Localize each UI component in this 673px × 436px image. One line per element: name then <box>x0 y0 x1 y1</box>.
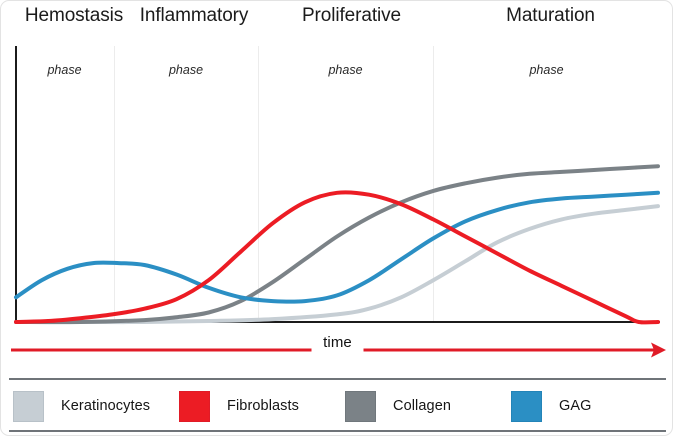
phase-title-proliferative: Proliferative <box>301 5 402 26</box>
curve-keratinocytes <box>14 204 660 325</box>
curve-gag <box>14 190 660 304</box>
phase-sublabel-hemostasis: phase <box>47 63 82 77</box>
phase-divider-1 <box>114 46 115 322</box>
plot-area <box>1 1 672 341</box>
phase-header-band: Hemostasis Inflammatory Proliferative Ma… <box>1 1 672 41</box>
y-axis-line <box>15 46 17 323</box>
legend-bottom-rule <box>9 430 666 432</box>
curve-collagen <box>14 164 660 325</box>
phase-divider-3 <box>433 46 434 322</box>
legend-swatch-fibroblasts <box>179 390 210 422</box>
phase-divider-2 <box>258 46 259 322</box>
legend-top-rule <box>9 378 666 380</box>
phase-sublabel-inflammatory: phase <box>168 63 204 77</box>
legend-label-keratinocytes: Keratinocytes <box>61 398 151 414</box>
time-arrowhead-icon <box>651 342 666 358</box>
time-axis-row: time <box>1 333 672 367</box>
time-axis-label: time <box>323 334 352 351</box>
legend-swatch-keratinocytes <box>13 390 44 422</box>
legend-item-collagen[interactable]: Collagen <box>345 383 451 429</box>
legend-swatch-collagen <box>345 390 376 422</box>
x-axis-line <box>15 321 660 323</box>
phase-title-hemostasis: Hemostasis <box>24 5 124 26</box>
legend-label-gag: GAG <box>559 398 592 414</box>
time-arrow-icon <box>11 342 666 358</box>
phase-title-maturation: Maturation <box>506 5 595 26</box>
phase-sublabel-proliferative: phase <box>328 63 363 77</box>
legend-item-gag[interactable]: GAG <box>511 383 592 429</box>
legend-label-fibroblasts: Fibroblasts <box>227 398 300 414</box>
legend-item-keratinocytes[interactable]: Keratinocytes <box>13 383 150 429</box>
phase-title-inflammatory: Inflammatory <box>139 5 249 26</box>
legend-swatch-gag <box>511 390 542 422</box>
legend-label-collagen: Collagen <box>393 398 452 414</box>
legend: Keratinocytes Fibroblasts Collagen GAG <box>1 383 672 429</box>
series-curves <box>14 164 660 325</box>
curve-fibroblasts <box>14 190 660 325</box>
legend-item-fibroblasts[interactable]: Fibroblasts <box>179 383 299 429</box>
phase-sublabel-maturation: phase <box>529 63 564 77</box>
